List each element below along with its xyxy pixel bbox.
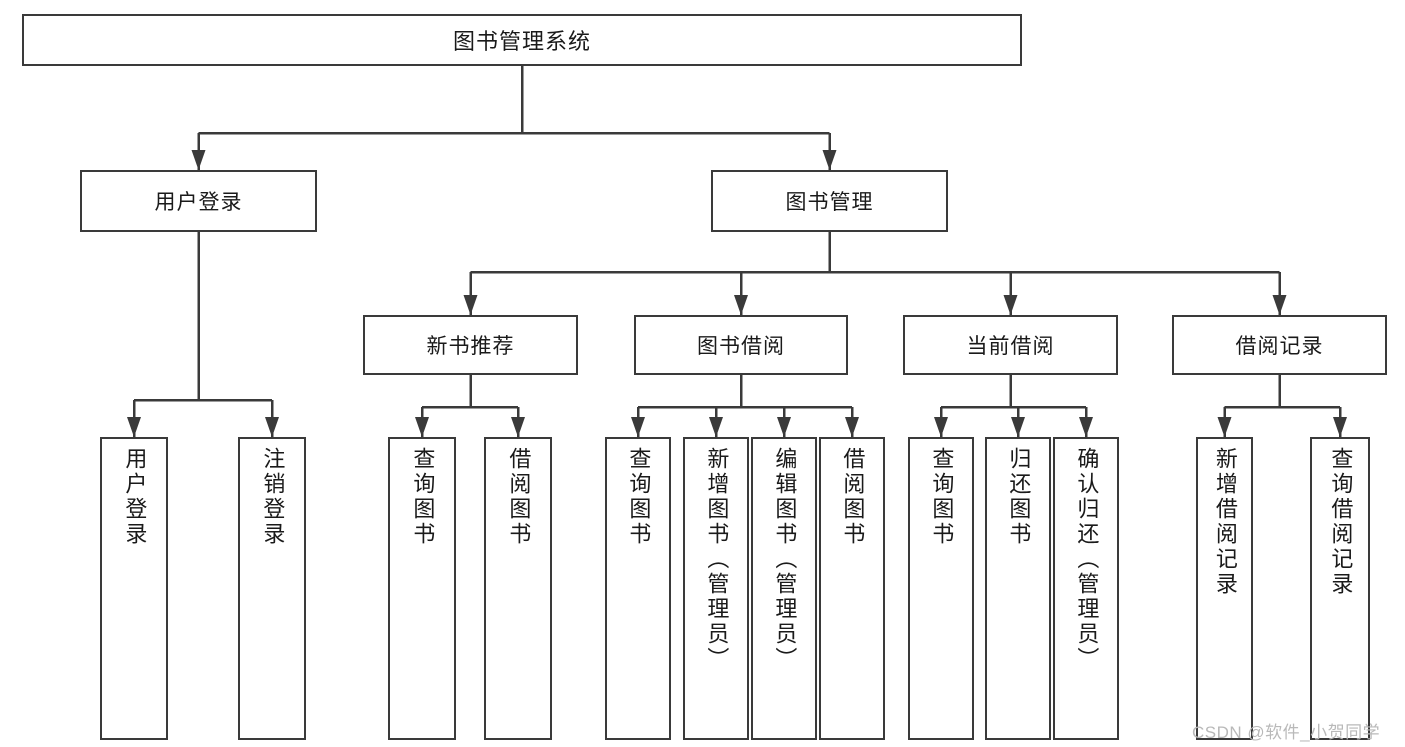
arrowhead — [709, 417, 723, 437]
node-root-book-management-system[interactable]: 图书管理系统 — [22, 14, 1022, 66]
node-label: 查询图书 — [626, 447, 652, 547]
arrowhead — [127, 417, 141, 437]
arrowhead — [415, 417, 429, 437]
node-label: 新增借阅记录 — [1212, 447, 1238, 597]
node-label: 查询图书 — [410, 447, 436, 547]
node-leaf-borrow-query-book[interactable]: 查询图书 — [605, 437, 671, 740]
node-borrow-record[interactable]: 借阅记录 — [1172, 315, 1387, 375]
node-label: 编辑图书（管理员） — [772, 447, 798, 672]
node-book-management[interactable]: 图书管理 — [711, 170, 948, 232]
arrowhead — [822, 150, 837, 170]
arrowhead — [1003, 295, 1018, 315]
node-new-book-recommend[interactable]: 新书推荐 — [363, 315, 578, 375]
node-label: 借阅记录 — [1235, 335, 1324, 358]
node-leaf-record-query-borrow-record[interactable]: 查询借阅记录 — [1310, 437, 1370, 740]
arrowhead — [1079, 417, 1093, 437]
node-label: 归还图书 — [1006, 447, 1032, 547]
arrowhead — [1011, 417, 1025, 437]
node-user-login[interactable]: 用户登录 — [80, 170, 317, 232]
arrowhead — [631, 417, 645, 437]
node-leaf-current-return-book[interactable]: 归还图书 — [985, 437, 1051, 740]
node-current-borrow[interactable]: 当前借阅 — [903, 315, 1118, 375]
node-book-borrow[interactable]: 图书借阅 — [634, 315, 848, 375]
arrowhead — [934, 417, 948, 437]
arrowhead — [1333, 417, 1347, 437]
arrowhead — [463, 295, 478, 315]
arrowhead — [1217, 417, 1232, 437]
node-label: 用户登录 — [154, 191, 243, 214]
node-label: 借阅图书 — [840, 447, 866, 547]
arrowhead — [777, 417, 791, 437]
node-leaf-borrow-borrow-book[interactable]: 借阅图书 — [819, 437, 885, 740]
node-label: 查询借阅记录 — [1328, 447, 1354, 597]
arrowhead — [191, 150, 206, 170]
node-leaf-current-confirm-return-admin[interactable]: 确认归还（管理员） — [1053, 437, 1119, 740]
node-label: 新增图书（管理员） — [704, 447, 730, 672]
node-label: 图书借阅 — [697, 335, 785, 358]
node-leaf-newbook-borrow-book[interactable]: 借阅图书 — [484, 437, 552, 740]
node-label: 图书管理 — [785, 191, 874, 214]
node-label: 用户登录 — [122, 447, 148, 547]
node-leaf-logout[interactable]: 注销登录 — [238, 437, 306, 740]
arrowhead — [845, 417, 859, 437]
node-leaf-record-add-borrow-record[interactable]: 新增借阅记录 — [1196, 437, 1253, 740]
node-leaf-current-query-book[interactable]: 查询图书 — [908, 437, 974, 740]
watermark: CSDN @软件_小贺同学 — [1192, 723, 1381, 742]
node-leaf-borrow-add-book-admin[interactable]: 新增图书（管理员） — [683, 437, 749, 740]
node-leaf-newbook-query-book[interactable]: 查询图书 — [388, 437, 456, 740]
arrowhead — [734, 295, 748, 315]
node-label: 图书管理系统 — [452, 29, 591, 54]
node-label: 确认归还（管理员） — [1074, 447, 1100, 672]
node-label: 当前借阅 — [966, 335, 1055, 358]
node-leaf-borrow-edit-book-admin[interactable]: 编辑图书（管理员） — [751, 437, 817, 740]
arrowhead — [265, 417, 279, 437]
node-label: 注销登录 — [260, 447, 286, 547]
arrowhead — [511, 417, 525, 437]
node-label: 查询图书 — [929, 447, 955, 547]
node-label: 新书推荐 — [426, 335, 515, 358]
arrowhead — [1272, 295, 1287, 315]
node-leaf-user-login[interactable]: 用户登录 — [100, 437, 168, 740]
node-label: 借阅图书 — [506, 447, 532, 547]
